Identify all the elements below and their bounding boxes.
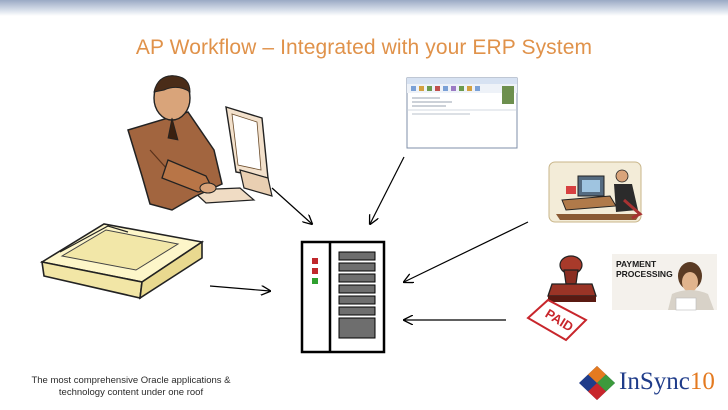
arrow-scanner-to-server: [209, 286, 270, 291]
paid-stamp-icon: PAID: [526, 255, 597, 342]
tagline-line2: technology content under one roof: [58, 387, 204, 398]
diamond-logo-icon: [579, 366, 615, 400]
slide-title: AP Workflow – Integrated with your ERP S…: [135, 36, 593, 59]
header-band: [0, 0, 728, 16]
arrow-worker-to-server: [271, 187, 312, 224]
logo-number: 10: [689, 368, 715, 395]
worker-at-computer-icon: [127, 75, 273, 211]
logo-name: InSync: [619, 368, 690, 395]
logo-wordmark: InSync10: [619, 368, 715, 396]
arrow-office-to-server: [404, 221, 529, 282]
payment-label-line2: PROCESSING: [616, 269, 673, 279]
arrow-email-to-server: [370, 156, 405, 224]
payment-label-line1: PAYMENT: [616, 259, 657, 269]
tagline-line1: The most comprehensive Oracle applicatio…: [31, 375, 231, 386]
server-icon: [300, 240, 386, 354]
insync10-logo: InSync10: [577, 364, 717, 402]
flow-arrows: [209, 156, 529, 320]
scanner-icon: [39, 223, 205, 300]
payment-processing-label: PAYMENT PROCESSING: [616, 259, 673, 279]
office-worker-icon: [548, 161, 643, 223]
payment-processing-icon: [612, 254, 717, 311]
footer-tagline: The most comprehensive Oracle applicatio…: [26, 375, 236, 399]
email-window-icon: [406, 77, 518, 149]
